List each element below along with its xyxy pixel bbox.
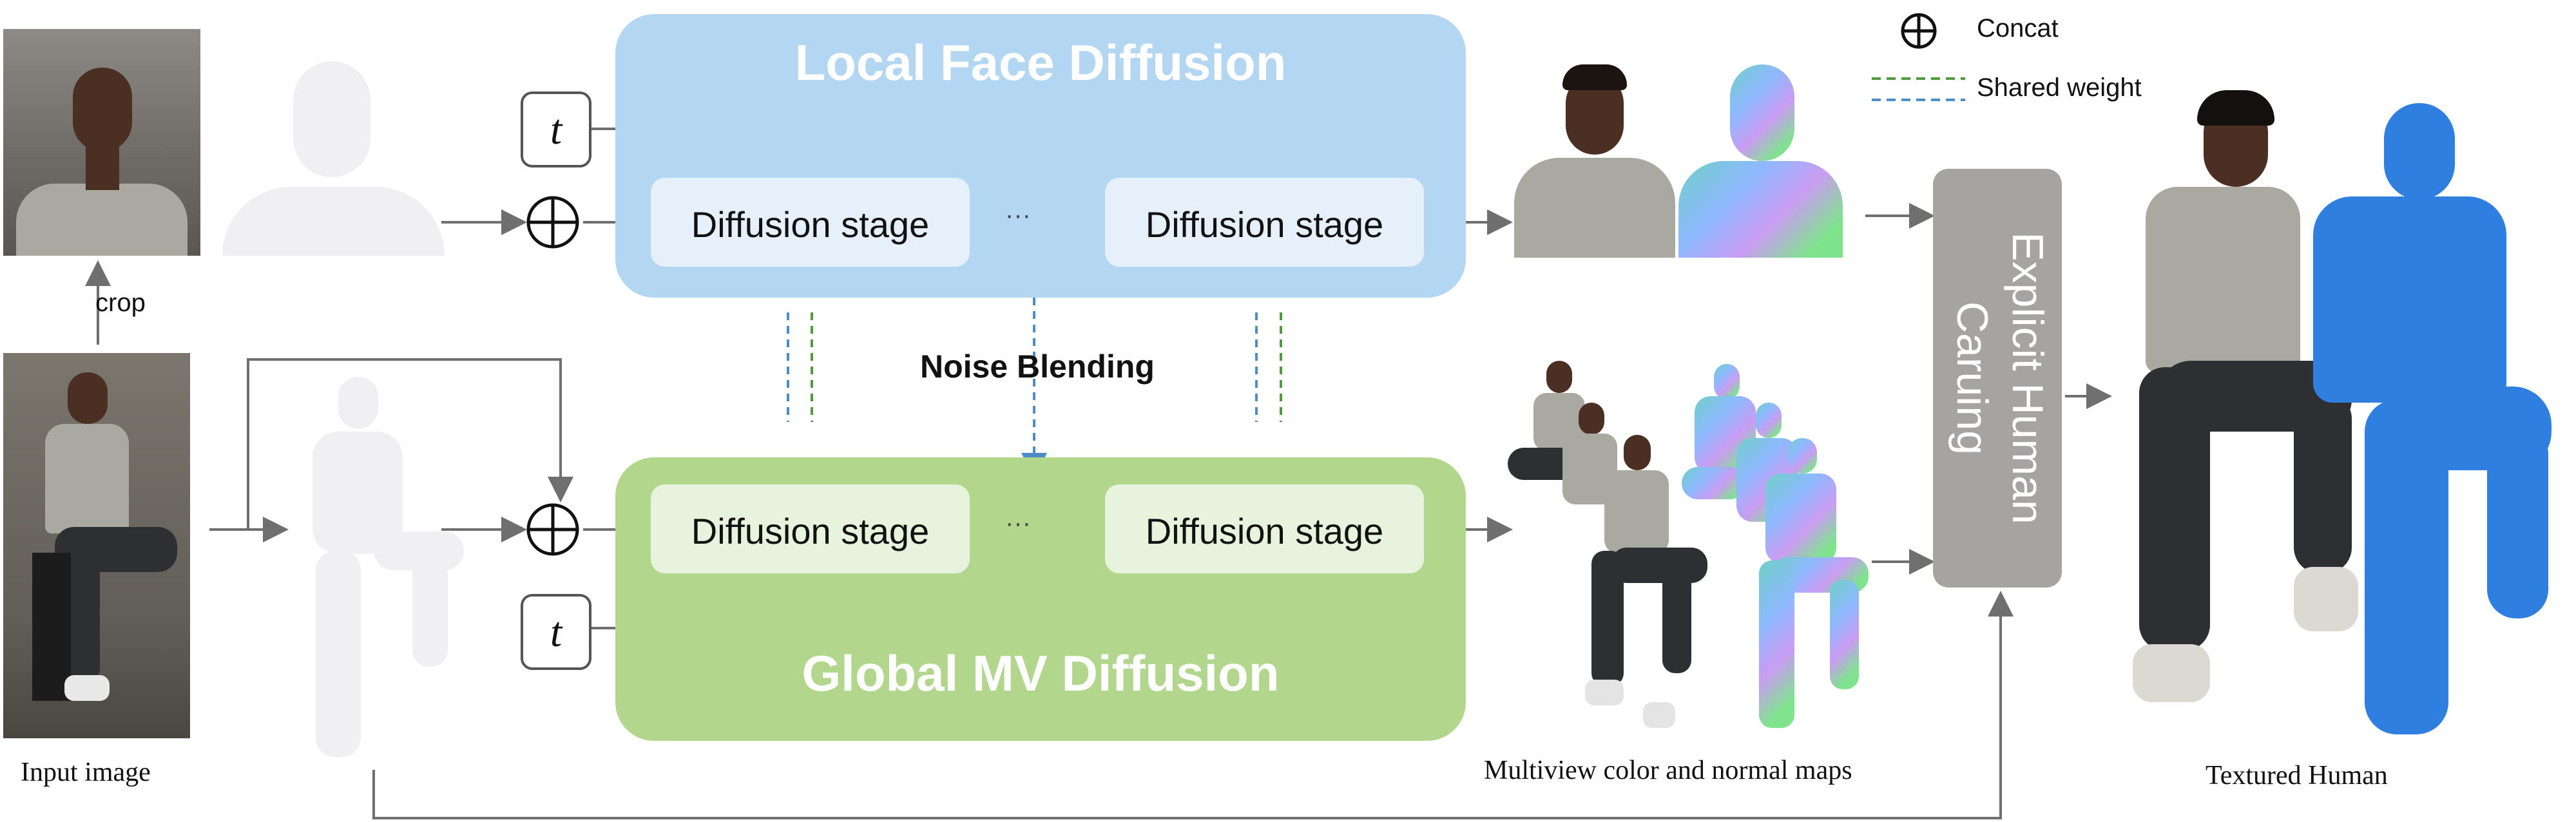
local-face-diffusion-title: Local Face Diffusion [794,34,1287,91]
local-diffusion-stage-1: Diffusion stage [651,178,970,267]
cropped-face-image [3,29,200,256]
input-image-label: Input image [21,758,151,787]
global-stage-2-label: Diffusion stage [1145,511,1384,551]
timestep-box-bottom: t [521,594,591,670]
textured-human-label: Textured Human [2206,761,2388,790]
input-loop-to-concat-arrow [247,358,573,530]
global-diffusion-stage-1: Diffusion stage [651,484,970,573]
crop-label: crop [95,289,146,317]
global-stage-ellipsis: ··· [1005,509,1031,537]
multiview-label: Multiview color and normal maps [1484,756,1852,785]
face-normal-output [1678,61,1843,258]
mesh-to-carving-bottom-arrow [372,591,2014,819]
timestep-box-top: t [521,91,591,167]
legend-concat-label: Concat [1977,14,2059,43]
textured-human-output [2107,90,2558,747]
face-color-output [1514,61,1675,258]
global-stage-1-label: Diffusion stage [691,511,930,551]
timestep-symbol-bottom: t [550,609,562,656]
local-stage-ellipsis: ··· [1005,201,1031,229]
face-mesh-render [222,58,445,256]
legend-shared-weight-label: Shared weight [1977,73,2142,102]
explicit-human-carving-label: Explicit Human Caruing [1948,232,2052,524]
noise-blending-label: Noise Blending [920,349,1155,385]
local-diffusion-stage-2: Diffusion stage [1105,178,1424,267]
body-mesh-render [277,370,464,763]
local-stage-1-label: Diffusion stage [691,204,930,245]
input-image [3,353,190,738]
explicit-human-carving-block: Explicit Human Caruing [1933,169,2062,588]
global-diffusion-stage-2: Diffusion stage [1105,484,1424,573]
multiview-color-normal-output [1501,358,1875,744]
global-mv-diffusion-title: Global MV Diffusion [802,645,1280,702]
local-stage-2-label: Diffusion stage [1145,204,1384,245]
timestep-symbol-top: t [550,106,562,153]
